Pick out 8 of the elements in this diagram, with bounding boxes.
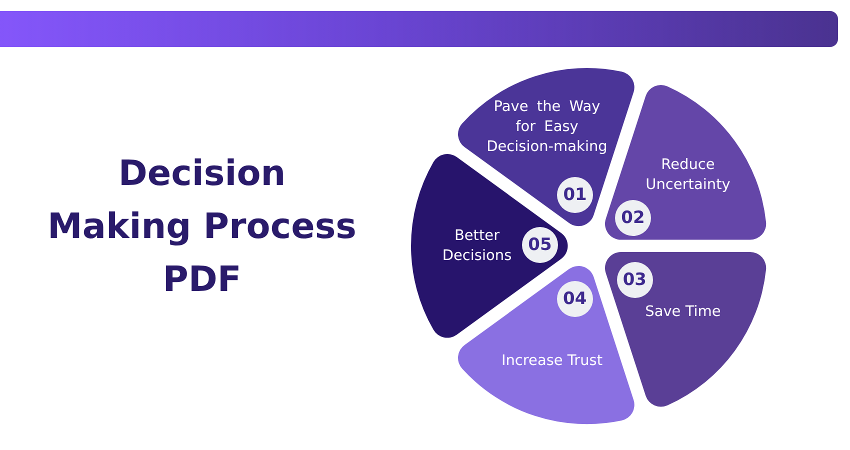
segment-label: Pave the Way for Easy Decision-making <box>486 98 608 157</box>
segment-label: Save Time <box>645 302 721 322</box>
segment-label: Reduce Uncertainty <box>644 156 732 195</box>
pie-segment <box>604 84 766 240</box>
diagram-title: Decision Making Process PDF <box>46 153 358 302</box>
segment-label: Better Decisions <box>441 226 513 266</box>
segment-label: Increase Trust <box>501 352 603 371</box>
pie-segment <box>604 252 766 408</box>
